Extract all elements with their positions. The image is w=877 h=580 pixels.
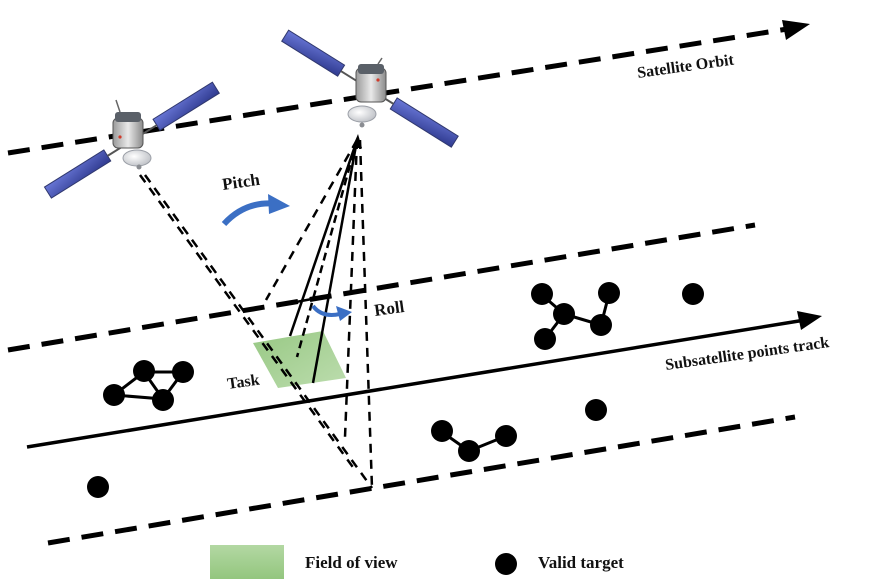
swath-upper-boundary	[7, 222, 756, 353]
valid-target	[431, 420, 453, 442]
valid-target	[531, 283, 553, 305]
legend-valid-target-swatch	[495, 553, 517, 575]
satellite-previous-body	[112, 99, 152, 170]
track-arrowhead	[797, 311, 822, 330]
valid-target	[585, 399, 607, 421]
roll-arrow-icon	[311, 304, 352, 321]
valid-target	[103, 384, 125, 406]
legend-valid-target-label: Valid target	[538, 553, 624, 572]
field-of-view-area	[253, 331, 346, 388]
task-label: Task	[226, 372, 260, 393]
legend-field-of-view-label: Field of view	[305, 553, 398, 572]
satellite-current-icon	[281, 29, 459, 148]
target-cluster-lower-middle	[431, 420, 517, 462]
satellite-current-body	[347, 57, 387, 128]
valid-target	[133, 360, 155, 382]
beam-apex-arrowhead	[352, 134, 362, 148]
valid-target	[534, 328, 556, 350]
legend-field-of-view-swatch	[210, 545, 284, 579]
valid-target	[553, 303, 575, 325]
pitch-label: Pitch	[221, 170, 262, 194]
roll-label: Roll	[373, 297, 406, 320]
pitch-arrow-icon	[221, 194, 290, 227]
valid-target	[598, 282, 620, 304]
valid-target	[87, 476, 109, 498]
valid-target	[495, 425, 517, 447]
previous-satellite-projection-lines	[138, 174, 374, 489]
target-cluster-left	[103, 360, 194, 411]
satellite-orbit-label: Satellite Orbit	[636, 51, 735, 81]
current-satellite-projection-lines	[264, 139, 374, 489]
valid-target	[590, 314, 612, 336]
legend: Field of view Valid target	[210, 545, 624, 579]
swath-lower-boundary	[47, 414, 796, 546]
orbit-arrowhead	[782, 20, 810, 40]
valid-target	[172, 361, 194, 383]
valid-target	[682, 283, 704, 305]
subsatellite-track-line	[26, 318, 806, 449]
target-cluster-upper-right	[531, 282, 620, 350]
valid-target	[458, 440, 480, 462]
valid-target	[152, 389, 174, 411]
